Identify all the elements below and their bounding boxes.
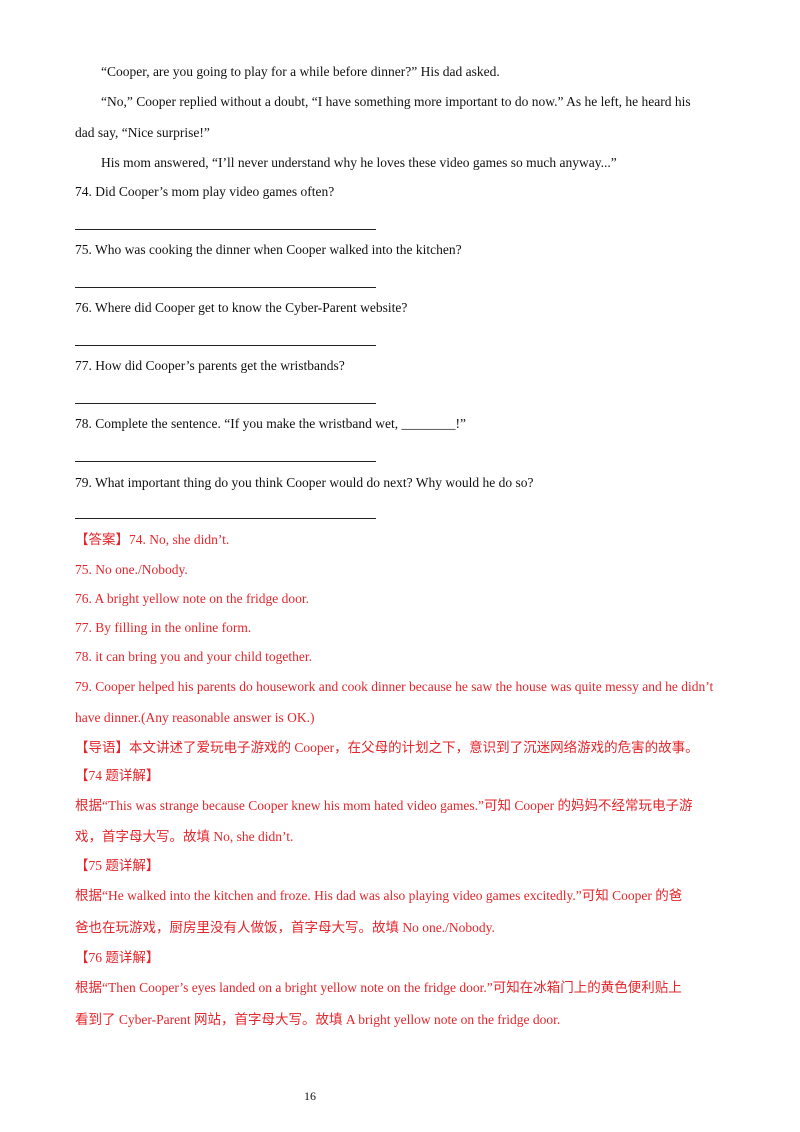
question-77: 77. How did Cooper’s parents get the wri…	[75, 358, 345, 373]
answer-75: 75. No one./Nobody.	[75, 562, 188, 577]
story-paragraph-2-line-1: “No,” Cooper replied without a doubt, “I…	[101, 94, 691, 109]
explanation-75-line-1: 根据“He walked into the kitchen and froze.…	[75, 888, 683, 903]
question-75: 75. Who was cooking the dinner when Coop…	[75, 242, 462, 257]
answer-77: 77. By filling in the online form.	[75, 620, 252, 635]
explanation-75-line-2: 爸也在玩游戏，厨房里没有人做饭，首字母大写。故填 No one./Nobody.	[75, 920, 495, 935]
guide-summary: 【导语】本文讲述了爱玩电子游戏的 Cooper，在父母的计划之下，意识到了沉迷网…	[75, 740, 699, 755]
page-number: 16	[304, 1089, 316, 1103]
story-paragraph-2-line-2: dad say, “Nice surprise!”	[75, 125, 210, 140]
question-79: 79. What important thing do you think Co…	[75, 475, 534, 490]
explanation-76-line-2: 看到了 Cyber-Parent 网站，首字母大写。故填 A bright ye…	[75, 1012, 561, 1027]
answer-blank-75[interactable]	[75, 287, 376, 288]
answer-78: 78. it can bring you and your child toge…	[75, 649, 312, 664]
answer-74: 【答案】74. No, she didn’t.	[75, 532, 230, 547]
answer-76: 76. A bright yellow note on the fridge d…	[75, 591, 309, 606]
question-74: 74. Did Cooper’s mom play video games of…	[75, 184, 335, 199]
explanation-74-line-1: 根据“This was strange because Cooper knew …	[75, 798, 693, 813]
answer-blank-79[interactable]	[75, 518, 376, 519]
answer-79-line-2: have dinner.(Any reasonable answer is OK…	[75, 710, 315, 725]
explanation-74-heading: 【74 题详解】	[75, 768, 160, 783]
answer-blank-77[interactable]	[75, 403, 376, 404]
explanation-74-line-2: 戏，首字母大写。故填 No, she didn’t.	[75, 829, 294, 844]
answer-blank-78[interactable]	[75, 461, 376, 462]
question-76: 76. Where did Cooper get to know the Cyb…	[75, 300, 408, 315]
question-78: 78. Complete the sentence. “If you make …	[75, 416, 467, 431]
explanation-76-line-1: 根据“Then Cooper’s eyes landed on a bright…	[75, 980, 682, 995]
answer-blank-74[interactable]	[75, 229, 376, 230]
explanation-75-heading: 【75 题详解】	[75, 858, 160, 873]
explanation-76-heading: 【76 题详解】	[75, 950, 160, 965]
story-paragraph-1: “Cooper, are you going to play for a whi…	[101, 64, 500, 79]
answer-79-line-1: 79. Cooper helped his parents do housewo…	[75, 679, 714, 694]
answer-blank-76[interactable]	[75, 345, 376, 346]
story-paragraph-3: His mom answered, “I’ll never understand…	[101, 155, 617, 170]
